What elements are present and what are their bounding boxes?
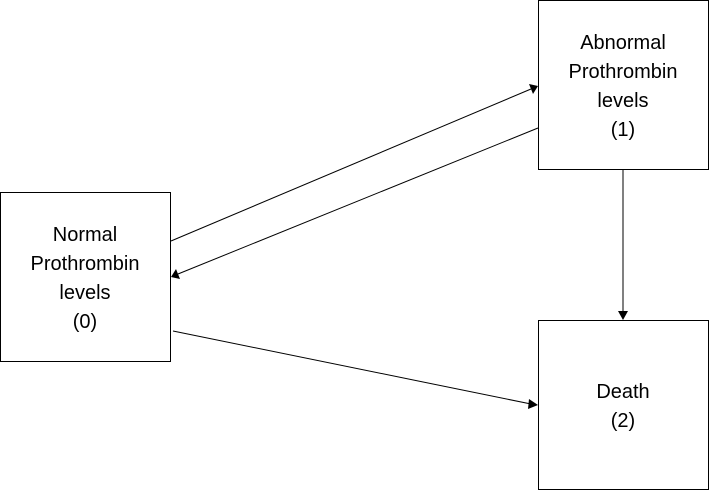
node-normal-line-3: levels	[59, 282, 110, 304]
node-death: Death (2)	[538, 320, 709, 490]
node-abnormal-line-2: Prothrombin	[569, 61, 678, 83]
node-death-box	[538, 320, 709, 490]
arrowhead-icon	[618, 311, 628, 320]
node-normal-line-4: (0)	[73, 311, 97, 333]
node-abnormal-line-3: levels	[597, 90, 648, 112]
node-abnormal-box	[538, 0, 709, 170]
node-death-line-2: (2)	[611, 410, 635, 432]
arrowhead-icon	[171, 269, 180, 279]
node-normal-box	[0, 192, 171, 362]
node-abnormal-prothrombin: Abnormal Prothrombin levels (1)	[538, 0, 709, 170]
node-normal-line-2: Prothrombin	[31, 253, 140, 275]
edge-normal-to-death	[172, 330, 538, 409]
node-normal-prothrombin: Normal Prothrombin levels (0)	[0, 192, 171, 362]
node-abnormal-line-4: (1)	[611, 119, 635, 141]
edge-normal-to-abnormal	[170, 84, 538, 242]
edge-abnormal-to-death	[618, 170, 628, 320]
node-death-line-1: Death	[596, 381, 649, 403]
node-normal-line-1: Normal	[53, 224, 117, 246]
arrowhead-icon	[528, 399, 538, 409]
node-abnormal-line-1: Abnormal	[580, 32, 666, 54]
arrowhead-icon	[529, 84, 538, 94]
edge-abnormal-to-normal	[171, 127, 539, 279]
